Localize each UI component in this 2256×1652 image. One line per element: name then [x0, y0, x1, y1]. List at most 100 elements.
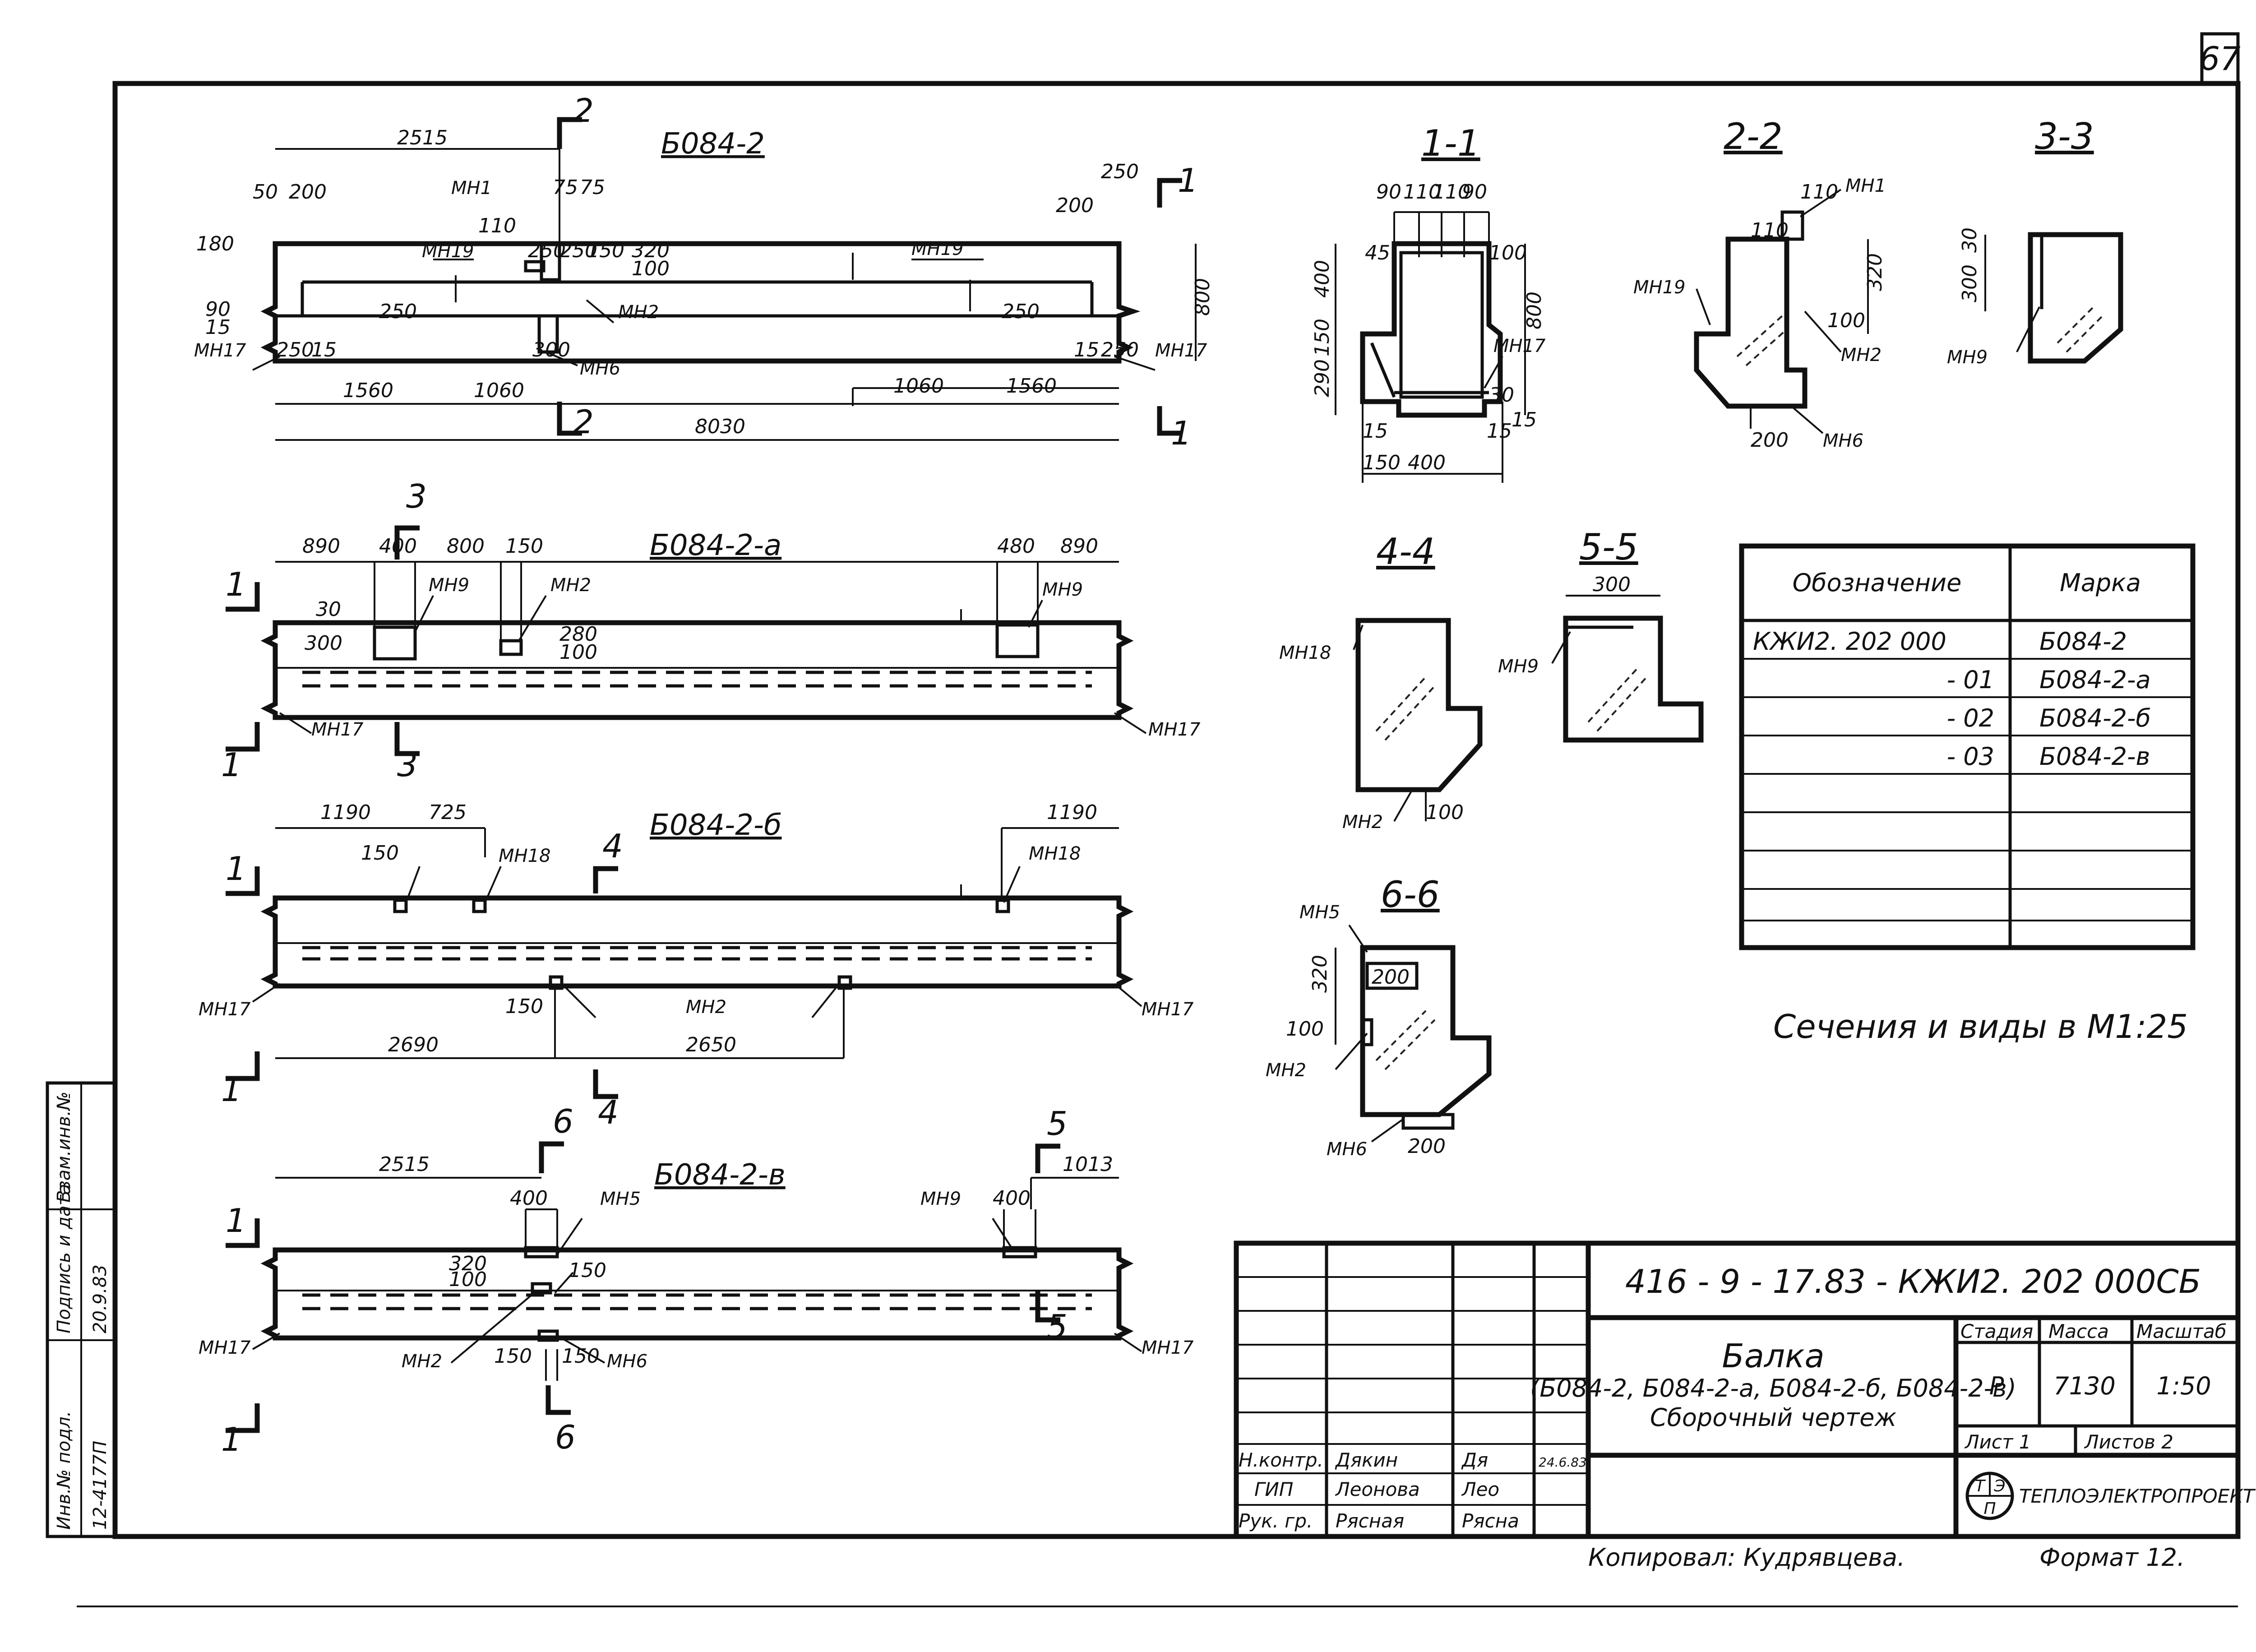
dim-15-a: 15 — [1363, 420, 1388, 443]
doc-code: 416 - 9 - 17.83 - КЖИ2. 202 000СБ — [1625, 1263, 2201, 1300]
schedule-header-mark: Марка — [2060, 569, 2141, 597]
dim-200-top: 200 — [1056, 194, 1094, 217]
mark-mn17-left: МН17 — [194, 340, 246, 361]
dim-200-bottom: 200 — [1408, 1135, 1446, 1158]
section-1-1: 1-1 90 110 110 90 45 100 400 800 150 290… — [1311, 122, 1546, 483]
org-name: ТЕПЛОЭЛЕКТРОПРОЕКТ — [2019, 1485, 2256, 1507]
dim-30: 30 — [316, 598, 341, 621]
dim-2650: 2650 — [686, 1033, 736, 1056]
dim-800: 800 — [1191, 278, 1214, 316]
dim-300: 300 — [305, 632, 342, 655]
end-mark-1-top: 1 — [226, 850, 246, 888]
dim-725: 725 — [429, 801, 467, 824]
section-mark-5-top: 5 — [1047, 1105, 1068, 1143]
schedule-row-designation: - 01 — [1947, 666, 1994, 694]
schedule-row-mark: Б084-2-в — [2039, 742, 2150, 771]
dim-15-right: 15 — [1074, 338, 1099, 361]
sheet-number: Лист 1 — [1964, 1431, 2031, 1453]
logo-letter: Т — [1975, 1477, 1986, 1495]
section-6-6: 6-6 200 320 100 200 МН5 МН2 МН6 — [1266, 874, 1492, 1160]
dim-1560: 1560 — [343, 379, 393, 402]
dim-250-mid-right: 250 — [1002, 300, 1040, 323]
dim-250-left: 250 — [276, 338, 314, 361]
schedule-row-mark: Б084-2 — [2039, 627, 2127, 656]
dim-15: 15 — [205, 316, 231, 339]
sheet-frame: 67 — [77, 32, 2241, 1607]
header-stage: Стадия — [1960, 1320, 2033, 1342]
end-mark-1-top: 1 — [1178, 162, 1198, 199]
dim-150: 150 — [505, 535, 543, 558]
dim-90: 90 — [205, 298, 231, 321]
end-mark-1-top: 1 — [226, 1202, 246, 1240]
logo-letter: Э — [1993, 1477, 2005, 1495]
dim-320: 320 — [1308, 955, 1331, 993]
mark-mn18: МН18 — [1279, 643, 1331, 663]
dim-320: 320 — [632, 239, 670, 262]
header-mass: Масса — [2048, 1320, 2109, 1342]
mark-mn17-right: МН17 — [1142, 999, 1194, 1020]
dim-110: 110 — [478, 214, 516, 237]
mark-mn2: МН2 — [618, 302, 659, 323]
dim-890: 890 — [302, 535, 340, 558]
copied-by: Копировал: Кудрявцева. — [1588, 1543, 1905, 1572]
dim-15-c: 15 — [1512, 408, 1537, 431]
mark-mn17-left: МН17 — [311, 719, 364, 740]
mark-mn2: МН2 — [1266, 1060, 1306, 1081]
section-title: 1-1 — [1421, 122, 1480, 164]
schedule-row-designation: - 02 — [1947, 704, 1994, 732]
elevation-b084-2: Б084-2 2 2 1 1 — [194, 92, 1214, 452]
scale-note: Сечения и виды в М1:25 — [1773, 1008, 2188, 1046]
section-mark-6-bottom: 6 — [555, 1418, 576, 1456]
dim-400-b: 400 — [1408, 451, 1446, 474]
dim-400: 400 — [1311, 260, 1334, 298]
dim-400: 400 — [510, 1187, 548, 1210]
mark-mn5: МН5 — [600, 1189, 641, 1209]
elevation-b084-2-v: Б084-2-в 6 6 5 5 1 1 — [199, 1102, 1194, 1458]
dim-110-b: 110 — [1433, 180, 1470, 204]
dim-1190-right: 1190 — [1047, 801, 1097, 824]
org-logo: Т Э П — [1965, 1472, 2014, 1520]
mark-mn19-right: МН19 — [911, 239, 964, 259]
dim-280: 280 — [559, 623, 597, 646]
section-mark-4-bottom: 4 — [598, 1093, 619, 1131]
header-scale: Масштаб — [2136, 1320, 2227, 1342]
mark-mn6: МН6 — [1823, 430, 1863, 451]
dim-90-a: 90 — [1376, 180, 1401, 204]
dim-100: 100 — [449, 1268, 487, 1291]
dim-1190: 1190 — [320, 801, 371, 824]
side-value-inv: 12-4177П — [90, 1441, 111, 1530]
mark-mn2: МН2 — [1841, 345, 1882, 366]
dim-30: 30 — [1489, 384, 1514, 407]
section-mark-3-bottom: 3 — [397, 746, 418, 784]
signer-signature: Дя — [1461, 1449, 1488, 1471]
logo-letter: П — [1983, 1499, 1996, 1518]
sheet-count: Листов 2 — [2084, 1431, 2173, 1453]
dim-100: 100 — [1426, 801, 1464, 824]
end-mark-1-bottom: 1 — [1171, 414, 1192, 452]
dim-100: 100 — [1827, 309, 1865, 332]
dim-100: 100 — [632, 257, 670, 280]
dim-100: 100 — [1286, 1018, 1324, 1041]
dim-15-b: 15 — [1487, 420, 1512, 443]
signer-role: Н.контр. — [1239, 1449, 1323, 1471]
dim-100: 100 — [1489, 241, 1527, 264]
dim-800: 800 — [1523, 292, 1546, 329]
mark-mn17-right: МН17 — [1148, 719, 1201, 740]
dim-1060-right: 1060 — [893, 375, 944, 398]
dim-250-s2: 250 — [559, 239, 597, 262]
dim-320: 320 — [1863, 253, 1886, 291]
side-value-date: 20.9.83 — [90, 1264, 111, 1333]
dim-200: 200 — [1751, 429, 1789, 452]
signer-date: 24.6.83 — [1539, 1455, 1587, 1470]
mark-mn17-left: МН17 — [199, 999, 251, 1020]
dim-150-bottom-right: 150 — [562, 1345, 600, 1368]
dim-250-top: 250 — [1101, 160, 1139, 183]
mark-mn6: МН6 — [1327, 1139, 1367, 1160]
dim-1560-right: 1560 — [1006, 375, 1057, 398]
mark-mn2: МН2 — [1342, 812, 1383, 833]
signer-name: Леонова — [1335, 1478, 1420, 1500]
drawing-type: Сборочный чертеж — [1650, 1403, 1897, 1432]
dim-150: 150 — [569, 1259, 606, 1282]
mark-mn19-left: МН19 — [422, 241, 474, 262]
